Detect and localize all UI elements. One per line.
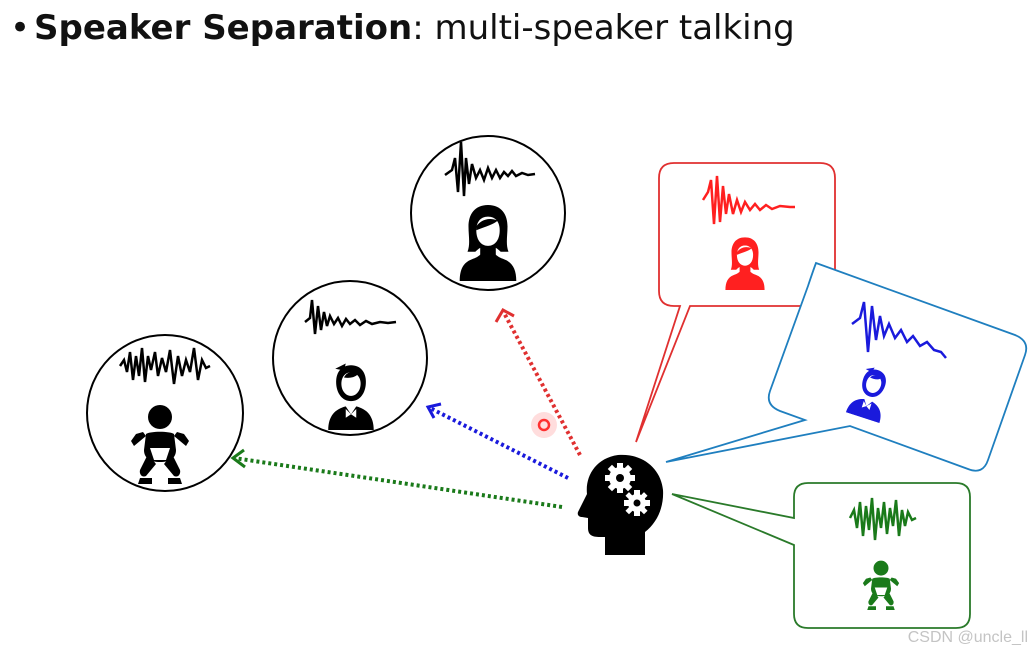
watermark: CSDN @uncle_ll (907, 629, 1028, 646)
woman-speech-bubble (635, 162, 836, 443)
man-speech-bubble (665, 261, 1028, 472)
title-bullet: • (10, 8, 31, 48)
slide-title: •Speaker Separation: multi-speaker talki… (10, 8, 795, 48)
head-with-gears-icon (577, 454, 664, 555)
title-rest-text: : multi-speaker talking (412, 8, 795, 48)
red-arrowhead (494, 307, 515, 323)
blue-arrowhead (425, 402, 442, 419)
waveform-icon (851, 301, 947, 359)
green-dotted-arrow (233, 456, 563, 509)
waveform-icon (444, 141, 536, 197)
waveform-icon (304, 299, 397, 335)
title-bold-text: Speaker Separation (34, 8, 413, 48)
man-speaker-circle (272, 280, 428, 436)
cursor-highlight (531, 412, 557, 438)
green-arrowhead (230, 448, 246, 469)
waveform-icon (701, 175, 795, 225)
blue-dotted-arrow (429, 406, 569, 480)
waveform-icon (118, 347, 211, 385)
baby-speech-bubble (671, 482, 971, 629)
waveform-icon (848, 497, 917, 541)
cursor-dot (537, 418, 551, 432)
